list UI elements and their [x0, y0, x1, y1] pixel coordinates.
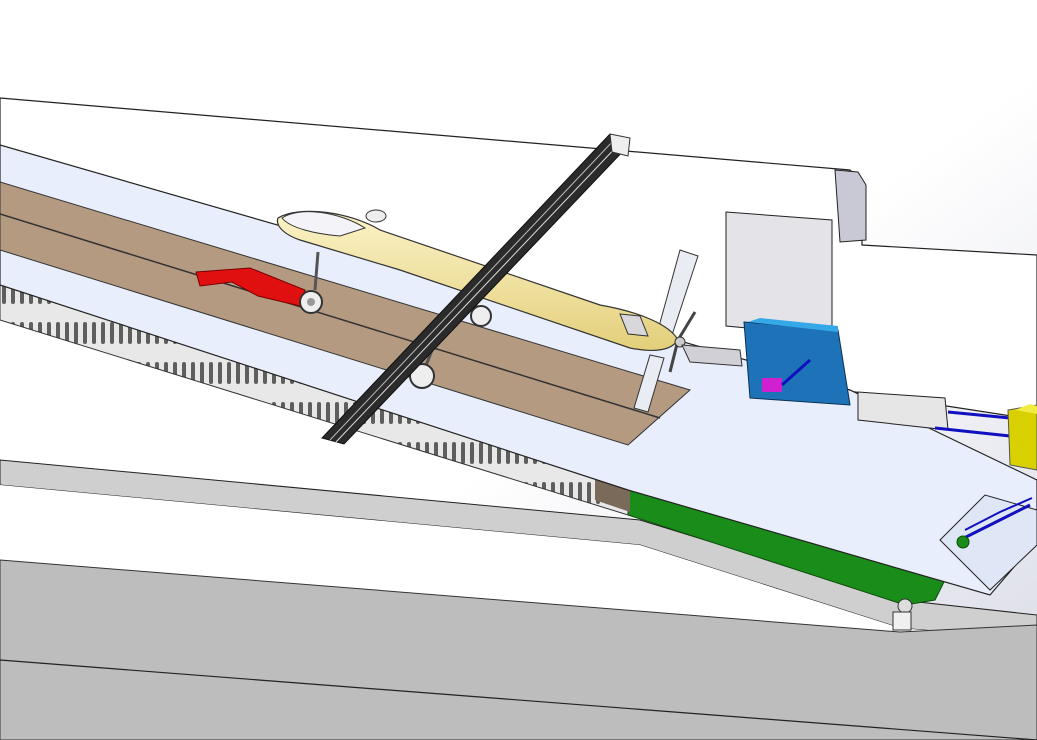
- uav-sensor-dome: [365, 209, 387, 223]
- blue-box-top: [748, 318, 838, 332]
- support-foot: [892, 611, 912, 631]
- magenta-part: [762, 378, 782, 392]
- yellow-box-top: [1015, 404, 1037, 414]
- horizontal-stabilizer: [681, 344, 743, 367]
- support-roller: [897, 598, 913, 614]
- uav-tail-block: [619, 313, 649, 337]
- wing-highlight-2: [335, 142, 621, 443]
- end-fitting: [956, 535, 970, 549]
- rail-end-plate: [939, 494, 1037, 591]
- pipe-blue-1: [781, 358, 811, 387]
- red-shuttle: [195, 267, 306, 307]
- wing-tip: [609, 133, 631, 157]
- ground-slab-face: [0, 559, 1037, 740]
- pipe-blue-2: [947, 410, 1011, 420]
- end-pipes: [959, 503, 1031, 542]
- blue-box: [743, 321, 851, 406]
- yellow-box: [1007, 404, 1037, 471]
- gray-cabinet: [725, 211, 833, 337]
- wing-highlight-1: [329, 139, 615, 441]
- pipe-blue-3: [934, 426, 1011, 438]
- ground-edge-line: [0, 659, 1037, 740]
- nose-gear: [299, 251, 323, 314]
- uav-canopy: [281, 211, 367, 237]
- end-pipes-2: [964, 497, 1033, 531]
- tail-fin-lower: [633, 354, 665, 413]
- propeller: [668, 311, 697, 373]
- rail-slot: [0, 213, 661, 419]
- rear-gear-1: [468, 295, 492, 327]
- rear-platform-side: [834, 169, 867, 243]
